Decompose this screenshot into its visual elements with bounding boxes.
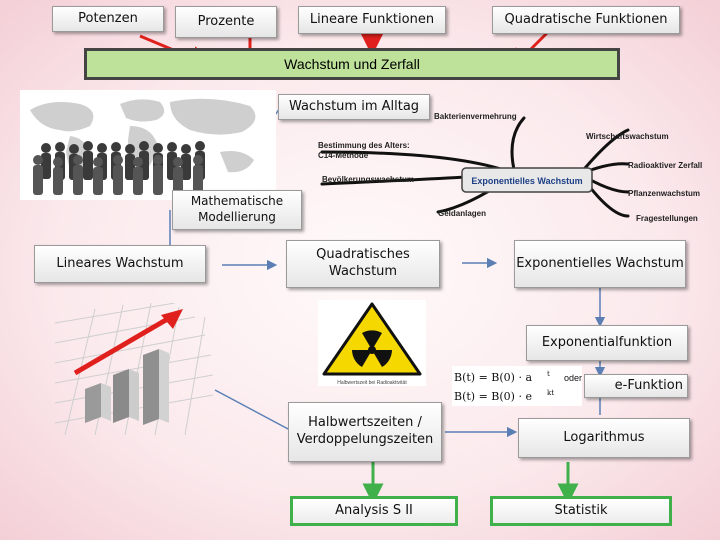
radiation-hazard-image: Halbwertszeit bei Radioaktivität (318, 300, 426, 386)
quadratische-funktionen-label: Quadratische Funktionen (504, 11, 668, 27)
e-funktion-box[interactable]: e-Funktion (584, 374, 688, 398)
banner-label: Wachstum und Zerfall (284, 56, 420, 72)
exponentielles-wachstum-label: Exponentielles Wachstum (516, 255, 684, 271)
wachstum-alltag-label: Wachstum im Alltag (288, 98, 420, 114)
world-population-image (20, 90, 276, 200)
statistik-box[interactable]: Statistik (490, 496, 672, 526)
statistik-label: Statistik (554, 502, 608, 518)
exponentielles-wachstum-box[interactable]: Exponentielles Wachstum (514, 240, 686, 288)
quadratisches-wachstum-label: Quadratisches Wachstum (316, 247, 410, 279)
formula-oder: oder (564, 373, 582, 383)
formula-line2-exp: kt (547, 389, 554, 397)
branch-c14: C14-Methode (318, 151, 369, 160)
logarithmus-label: Logarithmus (563, 429, 645, 445)
growth-chart-image (55, 303, 213, 435)
lineares-wachstum-label: Lineares Wachstum (56, 255, 184, 271)
quadratisches-wachstum-box[interactable]: Quadratisches Wachstum (286, 240, 440, 288)
branch-alter: Bestimmung des Alters: (318, 141, 410, 150)
logarithmus-box[interactable]: Logarithmus (518, 418, 690, 458)
formula-line1: B(t) = B(0) · a (454, 371, 532, 384)
exponentialfunktion-box[interactable]: Exponentialfunktion (526, 325, 688, 361)
branch-wirtschaft: Wirtschaftswachstum (586, 132, 669, 141)
prozente-box[interactable]: Prozente (175, 6, 277, 38)
potenzen-box[interactable]: Potenzen (52, 6, 164, 32)
hazard-caption: Halbwertszeit bei Radioaktivität (337, 380, 407, 386)
quadratische-funktionen-box[interactable]: Quadratische Funktionen (492, 6, 680, 34)
prozente-label: Prozente (197, 13, 255, 29)
branch-radio: Radioaktiver Zerfall (628, 161, 702, 170)
branch-geld: Geldanlagen (438, 209, 486, 218)
crowd-figures (33, 141, 205, 195)
green-arrows (362, 462, 579, 505)
halbwertszeiten-label: Halbwertszeiten / Verdoppelungszeiten (296, 415, 434, 447)
formula-image: B(t) = B(0) · a t B(t) = B(0) · e kt ode… (452, 366, 582, 406)
lineares-wachstum-box[interactable]: Lineares Wachstum (34, 245, 206, 283)
analysis-label: Analysis S II (335, 502, 413, 518)
branch-pflanzen: Pflanzenwachstum (628, 189, 700, 198)
e-funktion-label: e-Funktion (614, 377, 683, 393)
mindmap-image: Exponentielles Wachstum Bakterienvermehr… (318, 112, 702, 223)
formula-line1-exp: t (547, 370, 550, 378)
halbwertszeiten-box[interactable]: Halbwertszeiten / Verdoppelungszeiten (288, 402, 442, 462)
mindmap-center-text: Exponentielles Wachstum (471, 176, 582, 186)
wachstum-alltag-box[interactable]: Wachstum im Alltag (278, 94, 430, 120)
wachstum-zerfall-banner[interactable]: Wachstum und Zerfall (84, 48, 620, 80)
analysis-box[interactable]: Analysis S II (290, 496, 458, 526)
lineare-funktionen-label: Lineare Funktionen (309, 11, 435, 27)
mindmap-center-node (461, 167, 593, 193)
formula-line2: B(t) = B(0) · e (454, 390, 532, 403)
potenzen-label: Potenzen (78, 10, 138, 26)
modellierung-box[interactable]: Mathematische Modellierung (172, 190, 302, 230)
branch-bevoelkerung: Bevölkerungswachstum (322, 175, 414, 184)
modellierung-label: Mathematische Modellierung (190, 194, 284, 224)
branch-bakterien: Bakterienvermehrung (434, 112, 517, 121)
branch-fragen: Fragestellungen (636, 214, 698, 223)
lineare-funktionen-box[interactable]: Lineare Funktionen (298, 6, 446, 34)
exponentialfunktion-label: Exponentialfunktion (541, 334, 673, 350)
